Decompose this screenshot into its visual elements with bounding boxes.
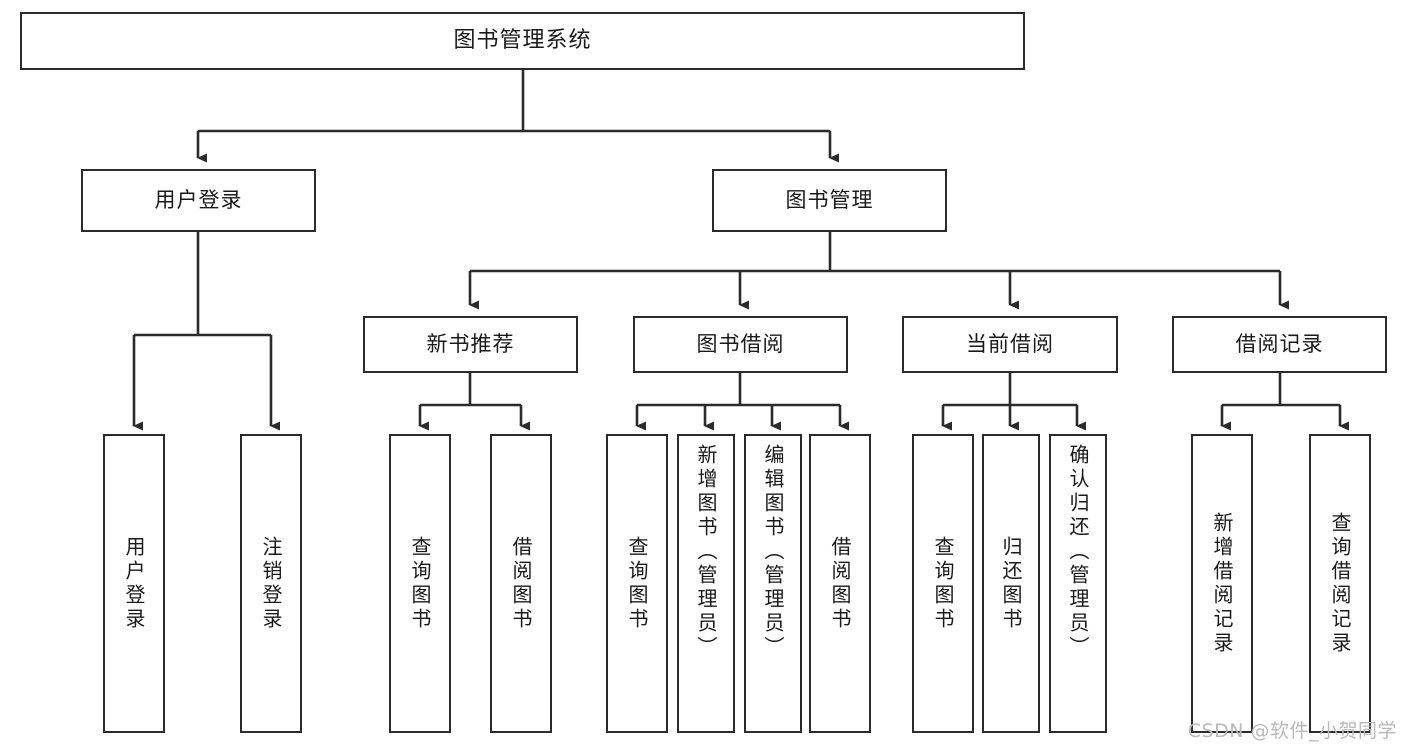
leaf-label: 借阅图书 [828, 535, 852, 632]
node-new-book-recommend-label: 新书推荐 [426, 331, 515, 356]
leaf-inner: 新增借阅记录 [1193, 442, 1251, 725]
leaf-label: 新增图书（管理员） [694, 444, 718, 660]
leaf-new-book-borrow[interactable]: 借阅图书 [490, 434, 552, 733]
leaf-label: 注销登录 [259, 535, 283, 632]
node-book-management-label: 图书管理 [785, 187, 874, 212]
leaf-inner: 确认归还（管理员） [1051, 442, 1105, 727]
leaf-label: 查询图书 [931, 535, 955, 632]
node-new-book-recommend[interactable]: 新书推荐 [363, 316, 578, 373]
leaf-inner: 借阅图书 [811, 442, 869, 725]
leaf-book-borrow-borrow[interactable]: 借阅图书 [809, 434, 871, 733]
node-root[interactable]: 图书管理系统 [20, 12, 1025, 70]
leaf-label: 借阅图书 [509, 535, 533, 632]
leaf-inner: 新增图书（管理员） [679, 442, 733, 727]
leaf-label: 查询图书 [625, 535, 649, 632]
node-root-label: 图书管理系统 [453, 27, 592, 53]
node-book-borrow[interactable]: 图书借阅 [633, 316, 848, 373]
leaf-current-borrow-confirm[interactable]: 确认归还（管理员） [1049, 434, 1107, 733]
node-current-borrow[interactable]: 当前借阅 [902, 316, 1118, 373]
node-book-management[interactable]: 图书管理 [712, 169, 947, 232]
leaf-user-login-signout[interactable]: 注销登录 [240, 434, 302, 733]
leaf-current-borrow-return[interactable]: 归还图书 [982, 434, 1040, 733]
leaf-book-borrow-add[interactable]: 新增图书（管理员） [677, 434, 735, 733]
leaf-book-borrow-edit[interactable]: 编辑图书（管理员） [744, 434, 802, 733]
leaf-borrow-record-query[interactable]: 查询借阅记录 [1309, 434, 1371, 733]
leaf-label: 用户登录 [122, 535, 146, 632]
leaf-inner: 用户登录 [105, 442, 163, 725]
node-user-login[interactable]: 用户登录 [81, 169, 316, 232]
leaf-label: 查询借阅记录 [1328, 511, 1352, 656]
leaf-user-login-signin[interactable]: 用户登录 [103, 434, 165, 733]
node-book-borrow-label: 图书借阅 [696, 331, 785, 356]
node-user-login-label: 用户登录 [154, 187, 243, 212]
leaf-inner: 查询图书 [608, 442, 666, 725]
node-borrow-record[interactable]: 借阅记录 [1172, 316, 1387, 373]
leaf-label: 新增借阅记录 [1210, 511, 1234, 656]
leaf-inner: 注销登录 [242, 442, 300, 725]
leaf-inner: 查询图书 [391, 442, 449, 725]
leaf-inner: 借阅图书 [492, 442, 550, 725]
leaf-inner: 查询借阅记录 [1311, 442, 1369, 725]
leaf-label: 查询图书 [408, 535, 432, 632]
leaf-current-borrow-query[interactable]: 查询图书 [912, 434, 974, 733]
leaf-inner: 编辑图书（管理员） [746, 442, 800, 727]
leaf-inner: 查询图书 [914, 442, 972, 725]
leaf-label: 归还图书 [999, 535, 1023, 632]
leaf-label: 确认归还（管理员） [1066, 444, 1090, 660]
node-current-borrow-label: 当前借阅 [966, 331, 1054, 356]
node-borrow-record-label: 借阅记录 [1235, 331, 1324, 356]
leaf-inner: 归还图书 [984, 442, 1038, 725]
leaf-borrow-record-add[interactable]: 新增借阅记录 [1191, 434, 1253, 733]
leaf-book-borrow-query[interactable]: 查询图书 [606, 434, 668, 733]
leaf-new-book-query[interactable]: 查询图书 [389, 434, 451, 733]
leaf-label: 编辑图书（管理员） [761, 444, 785, 660]
